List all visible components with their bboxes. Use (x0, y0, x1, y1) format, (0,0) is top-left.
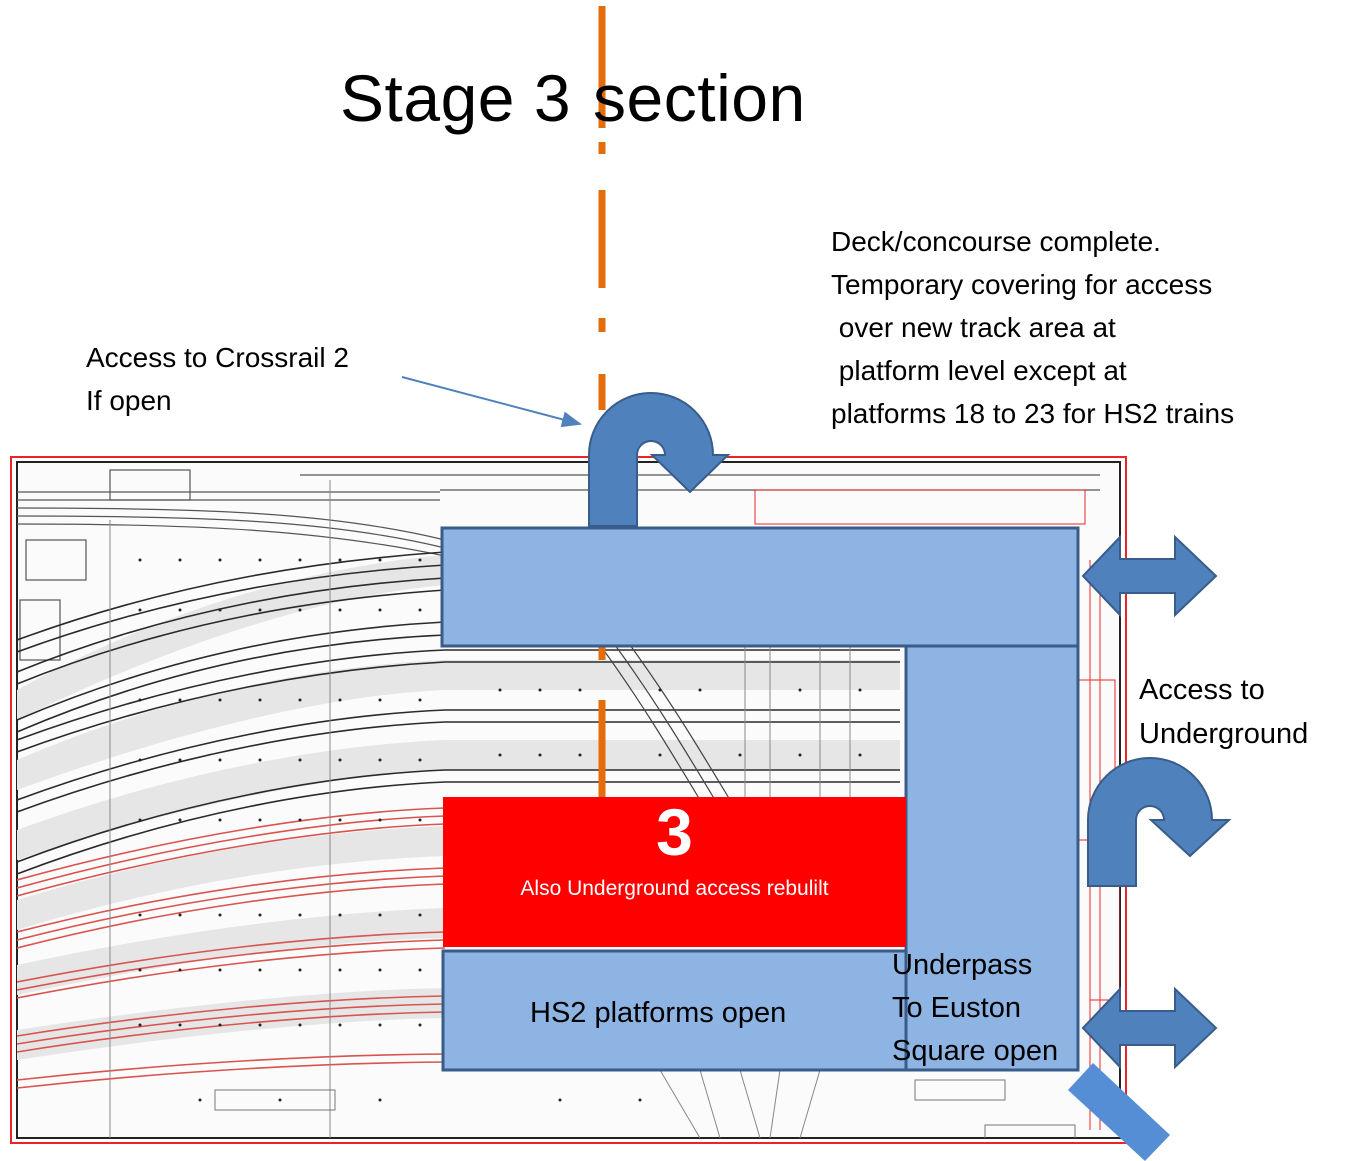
title-section: section (593, 61, 806, 135)
crossrail-u-turn-arrow (588, 392, 731, 527)
stage-note-label: Also Underground access rebulilt (520, 877, 829, 900)
existing-tracks (17, 551, 900, 875)
underpass-label: Underpass To Euston Square open (892, 949, 1059, 1067)
concourse-zones (440, 526, 1080, 1072)
grid-columns (109, 480, 851, 1138)
stage-number-label: 3 (656, 795, 693, 869)
two-way-arrow-top (1081, 534, 1218, 618)
title-stage: Stage 3 (340, 61, 572, 135)
stage-3-zone (443, 797, 906, 947)
top-street-lines (17, 469, 1100, 661)
page-title: Stage 3 section (340, 58, 806, 138)
hs2-tracks (17, 807, 446, 1089)
two-way-arrow-bottom (1081, 986, 1218, 1070)
hs2-platforms-label: HS2 platforms open (530, 997, 787, 1029)
deck-annotation: Deck/concourse complete. Temporary cover… (831, 226, 1235, 429)
underground-u-turn-arrow (1087, 757, 1232, 887)
underground-annotation: Access to Underground (1139, 674, 1309, 750)
hs2-platforms-zone (441, 949, 908, 1072)
crossrail-annotation: Access to Crossrail 2 If open (86, 342, 349, 416)
column-dots (138, 558, 862, 1102)
crossrail-pointer-arrow (401, 376, 582, 428)
two-way-arrows (1081, 534, 1218, 1070)
u-turn-arrows (588, 392, 1232, 887)
diagonal-exit-bar (1068, 1063, 1170, 1161)
tunnel-lines (599, 644, 731, 801)
bottom-street-boxes (214, 1079, 1076, 1138)
deck-concourse-zone (440, 526, 1080, 648)
